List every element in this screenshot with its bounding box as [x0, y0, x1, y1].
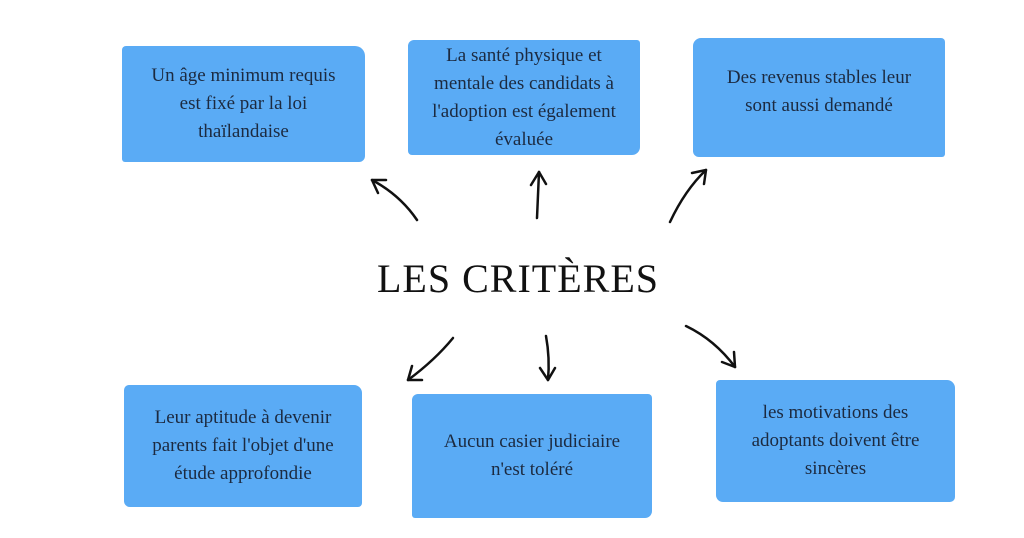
- criteria-box-aptitude: Leur aptitude à devenir parents fait l'o…: [124, 385, 362, 507]
- arrow-down-left: [406, 336, 455, 382]
- arrow-up: [529, 170, 548, 220]
- criteria-box-age: Un âge minimum requis est fixé par la lo…: [122, 46, 365, 162]
- arrow-up-right: [668, 168, 708, 224]
- criteria-box-health: La santé physique et mentale des candida…: [408, 40, 640, 155]
- arrow-up-left: [370, 178, 419, 222]
- criteria-box-criminal-record: Aucun casier judiciaire n'est toléré: [412, 394, 652, 518]
- arrow-down-right: [684, 324, 737, 369]
- arrow-down: [538, 334, 557, 382]
- diagram-title: LES CRITÈRES: [376, 256, 660, 301]
- criteria-box-motivations: les motivations des adoptants doivent êt…: [716, 380, 955, 502]
- criteria-box-income: Des revenus stables leur sont aussi dema…: [693, 38, 945, 157]
